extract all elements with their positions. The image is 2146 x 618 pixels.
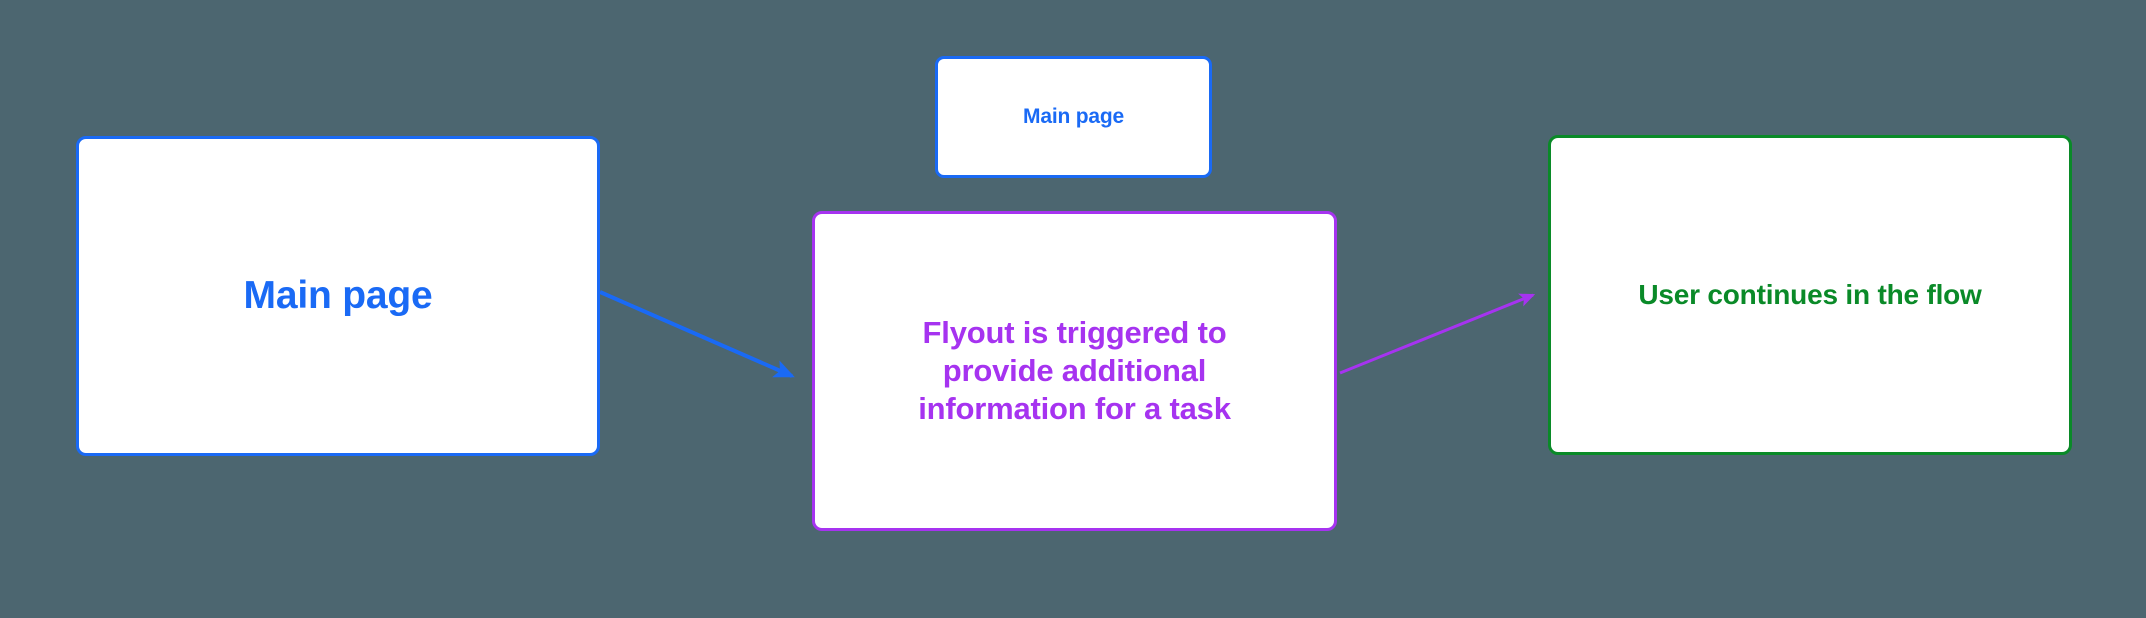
node-outcome[interactable]: User continues in the flow — [1548, 135, 2072, 455]
node-outcome-label: User continues in the flow — [1638, 278, 1982, 310]
node-main-page-left[interactable]: Main page — [76, 136, 600, 456]
arrow-flyout-to-outcome — [1339, 293, 1536, 375]
node-main-page-top-label: Main page — [1023, 105, 1124, 129]
arrow-main-page-to-flyout — [599, 290, 795, 378]
node-flyout-label: Flyout is triggered to provide additiona… — [918, 315, 1231, 426]
node-main-page-top[interactable]: Main page — [935, 56, 1212, 178]
node-flyout[interactable]: Flyout is triggered to provide additiona… — [812, 211, 1337, 531]
node-main-page-left-label: Main page — [243, 274, 433, 318]
